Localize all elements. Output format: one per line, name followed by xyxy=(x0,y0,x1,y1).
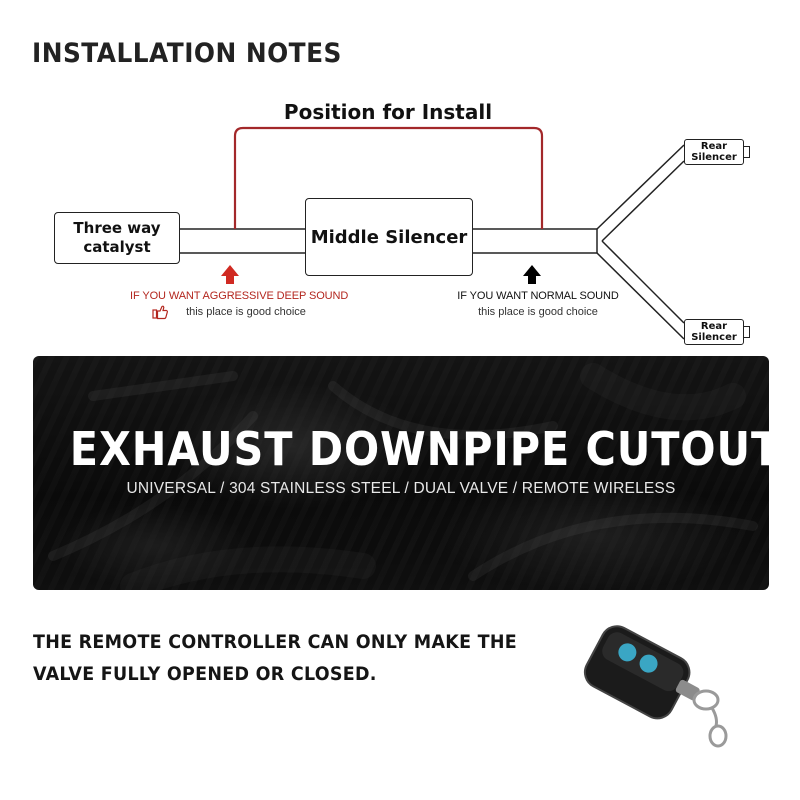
rear-bottom-label-line2: Silencer xyxy=(691,332,737,343)
banner-subtitle: UNIVERSAL / 304 STAINLESS STEEL / DUAL V… xyxy=(126,480,676,497)
remote-key-fob-icon xyxy=(583,625,728,748)
rear-bottom-tailpipe xyxy=(743,326,750,338)
rear-bottom-label-line1: Rear xyxy=(700,321,728,332)
key-ring xyxy=(692,689,728,748)
aggressive-sound-line2: this place is good choice xyxy=(186,306,306,318)
rear-top-tailpipe xyxy=(743,146,750,158)
normal-sound-note: IF YOU WANT NORMAL SOUND this place is g… xyxy=(440,290,636,318)
remote-button-2 xyxy=(639,654,658,673)
middle-silencer-label: Middle Silencer xyxy=(310,226,468,248)
install-position-bracket xyxy=(233,126,544,229)
three-way-catalyst-box: Three way catalyst xyxy=(54,212,180,264)
remote-button-1 xyxy=(618,643,637,662)
remote-note-line2: VALVE FULLY OPENED OR CLOSED. xyxy=(33,663,377,685)
engine-background-image xyxy=(33,356,769,590)
pipe-right xyxy=(473,228,598,254)
pipe-branch-bottom xyxy=(596,240,685,340)
remote-note-line1: THE REMOTE CONTROLLER CAN ONLY MAKE THE xyxy=(33,631,517,653)
rear-silencer-top-box: Rear Silencer xyxy=(684,139,744,165)
rear-top-label-line2: Silencer xyxy=(691,152,737,163)
arrow-up-icon-red xyxy=(221,265,239,284)
catalyst-label-line1: Three way xyxy=(73,219,161,237)
normal-sound-line2: this place is good choice xyxy=(478,306,598,318)
pipe-left xyxy=(180,228,305,254)
product-banner: EXHAUST DOWNPIPE CUTOUT UNIVERSAL / 304 … xyxy=(33,356,769,590)
aggressive-sound-line1: IF YOU WANT AGGRESSIVE DEEP SOUND xyxy=(130,290,349,302)
normal-sound-line1: IF YOU WANT NORMAL SOUND xyxy=(457,290,619,302)
remote-controller-note: THE REMOTE CONTROLLER CAN ONLY MAKE THE … xyxy=(33,626,548,690)
middle-silencer-box: Middle Silencer xyxy=(305,198,473,276)
rear-silencer-bottom-box: Rear Silencer xyxy=(684,319,744,345)
arrow-up-icon-black xyxy=(523,265,541,284)
banner-title: EXHAUST DOWNPIPE CUTOUT xyxy=(69,422,769,476)
pipe-branch-top xyxy=(596,144,685,242)
exhaust-diagram xyxy=(152,126,685,340)
page-title: INSTALLATION NOTES xyxy=(32,38,342,69)
aggressive-sound-note: IF YOU WANT AGGRESSIVE DEEP SOUND this p… xyxy=(130,290,349,318)
catalyst-label-line2: catalyst xyxy=(83,238,151,256)
rear-top-label-line1: Rear xyxy=(700,141,728,152)
thumbs-up-icon xyxy=(152,305,168,320)
position-for-install-label: Position for Install xyxy=(283,100,493,124)
